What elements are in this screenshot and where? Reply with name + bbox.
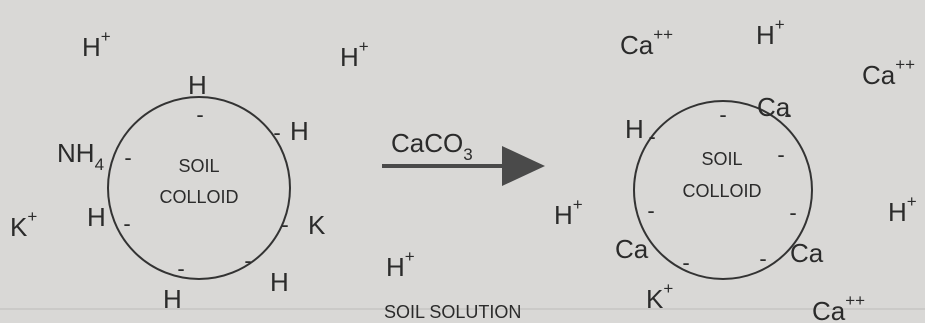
solution-h-plus-5: H+ [888,192,917,227]
left-ion-h-bottom-right: H [270,267,289,297]
left-ion-nh4: NH4 [57,138,104,174]
right-charge-upper-left: - [648,124,655,149]
right-ion-ca-left: Ca [615,234,649,264]
right-ion-h: H [625,114,644,144]
left-charge-upper-right: - [273,120,280,145]
left-charge-bottom-right: - [244,248,251,273]
solution-k-plus-right: K+ [646,279,673,314]
right-ion-ca-top: Ca [757,92,791,122]
right-charge-bottom-right: - [759,246,766,271]
reaction-arrow-head [502,146,545,186]
right-charge-bottom-left: - [682,250,689,275]
left-soil-label: SOIL [178,156,219,176]
soil-solution-label: SOIL SOLUTION [384,302,521,322]
solution-h-plus-4: H+ [756,15,785,50]
solution-h-plus-2: H+ [340,37,369,72]
left-charge-upper-left: - [124,145,131,170]
right-soil-label: SOIL [701,149,742,169]
right-charge-lower-left: - [647,198,654,223]
left-charge-lower-left: - [123,211,130,236]
right-colloid-label: COLLOID [682,181,761,201]
left-ion-k: K [308,210,326,240]
solution-h-plus-1: H+ [82,27,111,62]
solution-ca-plusplus-2: Ca++ [862,55,915,90]
left-colloid-label: COLLOID [159,187,238,207]
left-colloid-circle [107,96,291,280]
right-charge-lower-right: - [789,200,796,225]
reagent-label: CaCO3 [391,128,473,164]
solution-ca-plusplus-1: Ca++ [620,25,673,60]
left-charge-bottom-left: - [177,256,184,281]
solution-h-plus-3: H+ [386,247,415,282]
left-charge-top: - [196,102,203,127]
left-ion-h-right: H [290,116,309,146]
right-charge-right: - [777,142,784,167]
right-charge-top: - [719,102,726,127]
left-charge-lower-right: - [281,212,288,237]
solution-k-plus-left: K+ [10,207,37,242]
left-ion-h-bottom: H [163,284,182,314]
left-ion-h-left: H [87,202,106,232]
left-ion-h-top: H [188,70,207,100]
right-ion-ca-right: Ca [790,238,824,268]
right-colloid-circle [633,100,813,280]
solution-h-plus-6: H+ [554,195,583,230]
right-charge-upper-right: - [784,102,791,127]
solution-ca-plusplus-3: Ca++ [812,291,865,323]
